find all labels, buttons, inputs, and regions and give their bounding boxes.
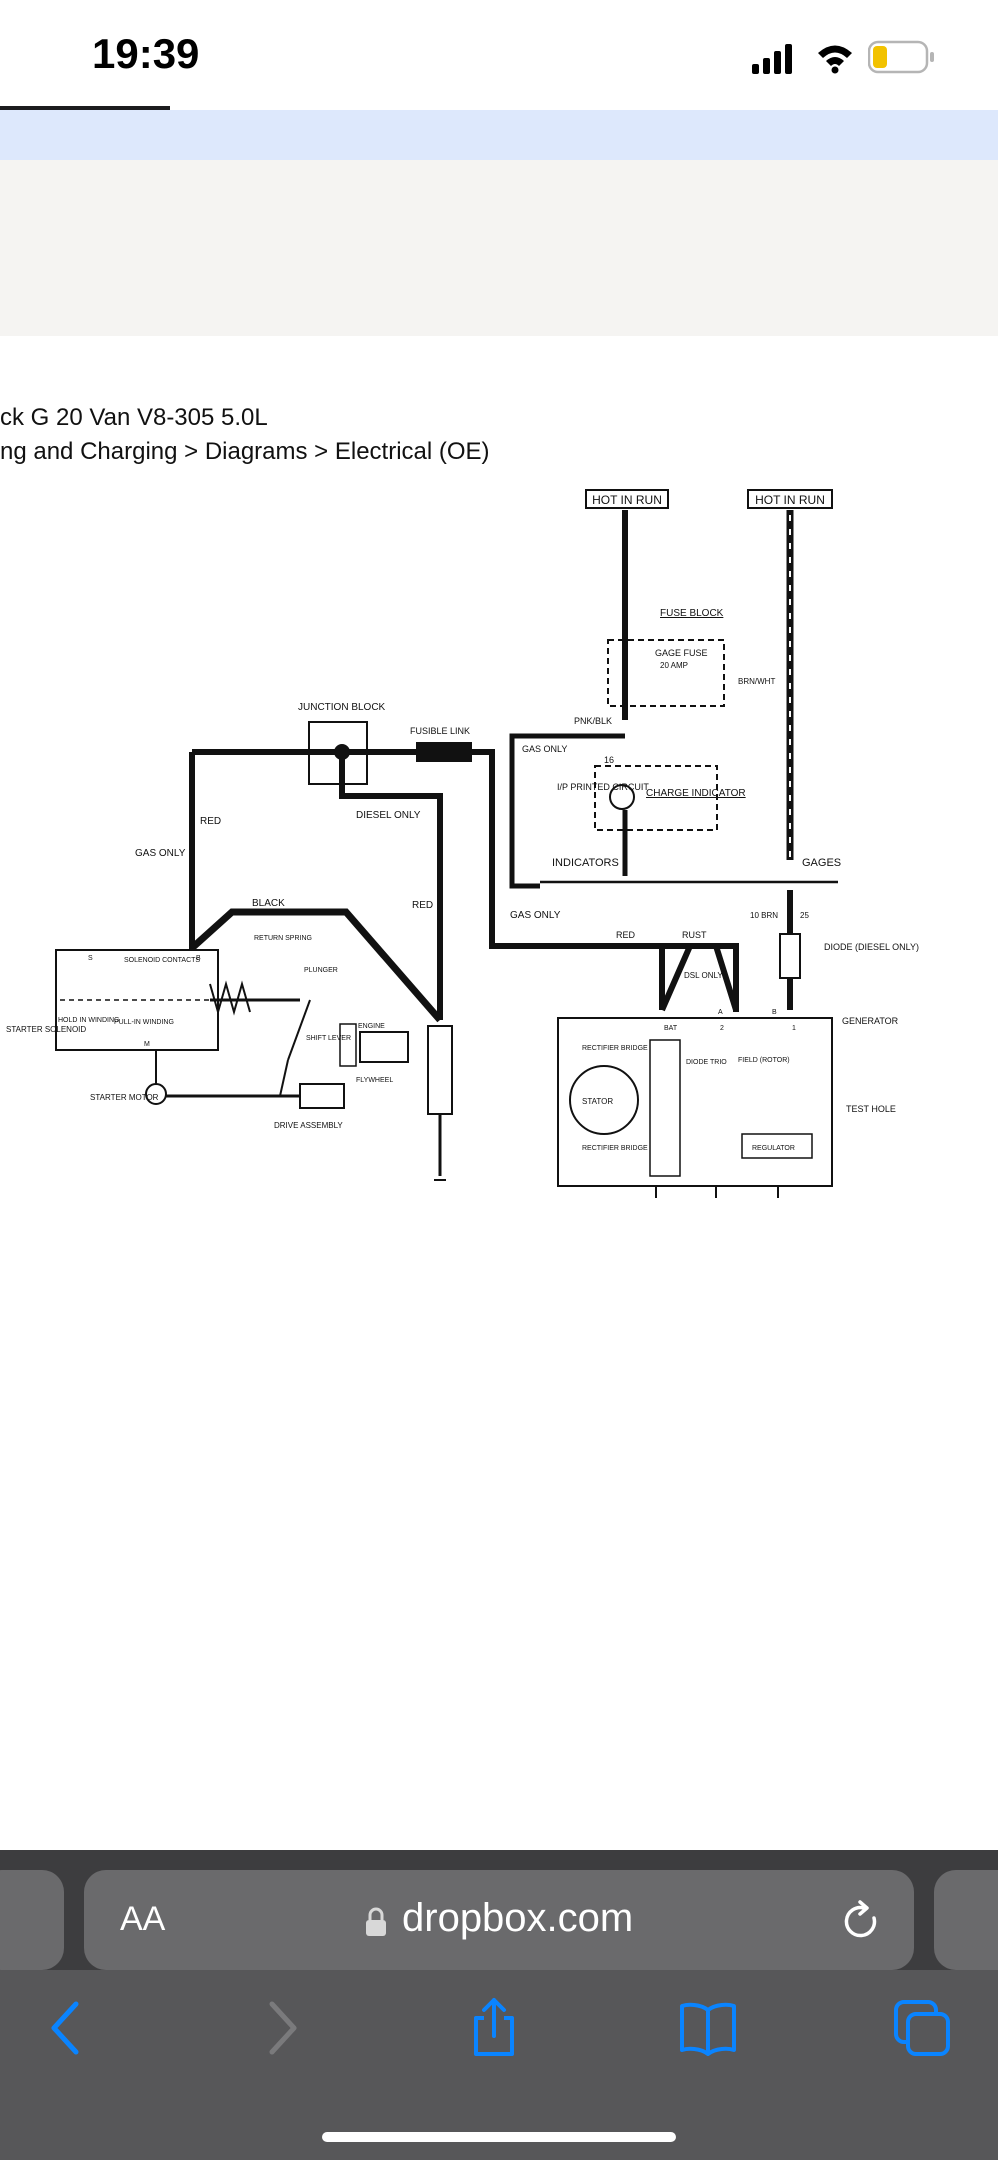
starter-motor-label: STARTER MOTOR: [90, 1093, 159, 1102]
rectifier-bridge-label-1: RECTIFIER BRIDGE: [582, 1045, 648, 1052]
indicators-label: INDICATORS: [552, 857, 619, 869]
reload-icon[interactable]: [838, 1898, 886, 1946]
regulator-label: REGULATOR: [752, 1145, 795, 1152]
gage-fuse-label: GAGE FUSE: [655, 648, 708, 658]
diode-symbol: [779, 933, 801, 979]
gas-only-label-3: GAS ONLY: [510, 910, 561, 921]
vehicle-title: ck G 20 Van V8-305 5.0L: [0, 404, 268, 431]
hold-in-winding-label: HOLD IN WINDING: [58, 1017, 119, 1024]
page-load-progress-bar: [0, 106, 170, 110]
engine-box: [359, 1031, 409, 1063]
fuse-block-box: [607, 639, 725, 707]
flywheel-label: FLYWHEEL: [356, 1077, 393, 1084]
fuse-block-label: FUSE BLOCK: [660, 608, 724, 619]
ip-printed-circuit-label: I/P PRINTED CIRCUIT: [557, 782, 649, 792]
solenoid-contacts-label: SOLENOID CONTACTS: [124, 957, 200, 964]
hot-in-run-box-1: [585, 489, 669, 509]
term-b-label: B: [772, 1009, 777, 1016]
status-bar: [0, 0, 998, 110]
diesel-only-label: DIESEL ONLY: [356, 810, 421, 821]
plunger-label: PLUNGER: [304, 967, 338, 974]
page-header-panel: [0, 160, 998, 336]
hot-in-run-label-1: HOT IN RUN: [592, 493, 662, 507]
diode-diesel-label: DIODE (DIESEL ONLY): [824, 942, 919, 952]
home-indicator[interactable]: [322, 2132, 676, 2142]
term-1-label: 1: [792, 1025, 796, 1032]
term-2-label: 2: [720, 1025, 724, 1032]
engine-label: ENGINE: [358, 1023, 385, 1030]
charge-indicator-label: CHARGE INDICATOR: [646, 788, 746, 799]
rectifier-bridge-label-2: RECTIFIER BRIDGE: [582, 1145, 648, 1152]
regulator-box: [741, 1133, 813, 1159]
charge-indicator-box: [594, 765, 718, 831]
lock-icon: [366, 1907, 386, 1936]
diode-trio-label: DIODE TRIO: [686, 1059, 727, 1066]
amp-label: 20 AMP: [660, 661, 688, 670]
tabs-icon[interactable]: [890, 1996, 954, 2060]
flywheel-symbol: [339, 1023, 357, 1067]
hot-in-run-box-2: [747, 489, 833, 509]
battery-symbol: [427, 1025, 453, 1115]
battery-low-icon: [868, 40, 934, 74]
share-icon[interactable]: [462, 1996, 526, 2060]
term-a-label: A: [718, 1009, 723, 1016]
field-rotor-label: FIELD (ROTOR): [738, 1057, 790, 1064]
gas-only-label-1: GAS ONLY: [522, 744, 567, 754]
return-spring-label: RETURN SPRING: [254, 935, 312, 942]
generator-label: GENERATOR: [842, 1016, 899, 1026]
pull-in-winding-label: PULL-IN WINDING: [114, 1019, 174, 1026]
junction-block-label: JUNCTION BLOCK: [298, 702, 386, 713]
previous-tab-preview[interactable]: [0, 1870, 64, 1970]
term-b: B: [196, 955, 201, 962]
wifi-icon: [818, 45, 852, 74]
wire-16-label: 16: [604, 755, 614, 765]
drive-assembly-label: DRIVE ASSEMBLY: [274, 1121, 343, 1130]
rust-label: RUST: [682, 930, 707, 940]
gages-label: GAGES: [802, 857, 841, 869]
text-size-button[interactable]: AA: [120, 1900, 166, 1938]
drive-assembly: [299, 1083, 345, 1109]
stator-label: STATOR: [582, 1097, 613, 1106]
red-label-2: RED: [412, 900, 433, 911]
shift-lever-label: SHIFT LEVER: [306, 1035, 351, 1042]
hot-in-run-label-2: HOT IN RUN: [755, 493, 825, 507]
wiring-diagram: HOT IN RUN HOT IN RUN FUSE BLOCK GAGE FU…: [6, 489, 919, 1198]
black-label: BLACK: [252, 898, 285, 909]
address-bar[interactable]: [84, 1870, 914, 1970]
gas-only-label-2: GAS ONLY: [135, 848, 186, 859]
red-label-1: RED: [200, 816, 221, 827]
status-time: 19:39: [92, 30, 200, 77]
starter-solenoid-label: STARTER SOLENOID: [6, 1025, 86, 1034]
cellular-signal-icon: [752, 44, 792, 74]
charge-indicator-lamp: [609, 784, 635, 810]
stator-symbol: [569, 1065, 639, 1135]
fusible-link: [416, 742, 472, 762]
dsl-only-label: DSL ONLY: [684, 971, 723, 980]
term-m: M: [144, 1041, 150, 1048]
brn-10-label: 10 BRN: [750, 911, 778, 920]
page-banner: [0, 110, 998, 160]
generator-box: [557, 1017, 833, 1187]
browser-toolbar: [0, 1970, 998, 2160]
wire-25-label: 25: [800, 911, 809, 920]
bat-label: BAT: [664, 1025, 678, 1032]
red-label-3: RED: [616, 930, 636, 940]
fusible-link-label: FUSIBLE LINK: [410, 726, 470, 736]
forward-chevron-icon[interactable]: [250, 1996, 314, 2060]
breadcrumb: ng and Charging > Diagrams > Electrical …: [0, 438, 490, 465]
next-tab-preview[interactable]: [934, 1870, 998, 1970]
test-hole-label: TEST HOLE: [846, 1104, 896, 1114]
brn-wht-label: BRN/WHT: [738, 677, 775, 686]
bookmarks-book-icon[interactable]: [676, 1996, 740, 2060]
term-s: S: [88, 955, 93, 962]
url-text[interactable]: dropbox.com: [402, 1896, 634, 1940]
back-chevron-icon[interactable]: [34, 1996, 98, 2060]
pnk-blk-label: PNK/BLK: [574, 716, 612, 726]
